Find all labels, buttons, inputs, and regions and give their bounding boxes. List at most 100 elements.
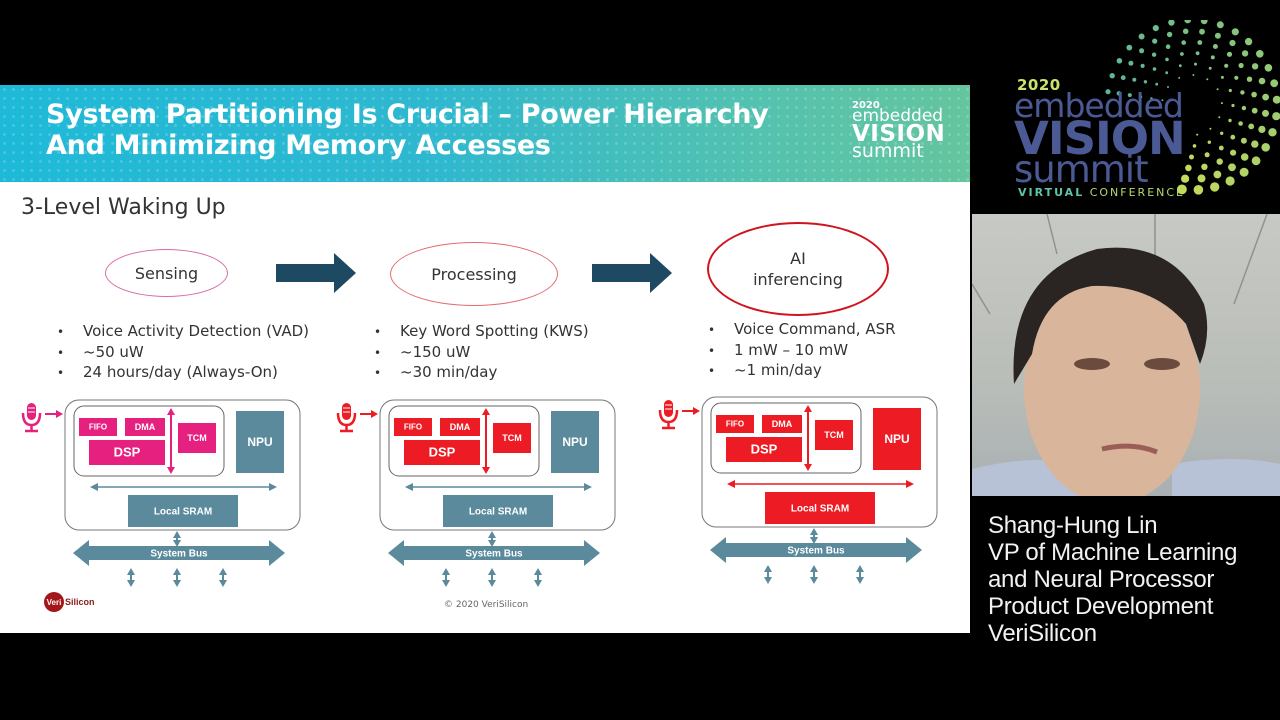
dsp-tcm-bus-arrow-head-up: [482, 408, 490, 415]
presentation-slide: System Partitioning Is Crucial – Power H…: [0, 85, 970, 633]
logo-dot: [1224, 63, 1229, 68]
speaker-webcam-video: [972, 214, 1280, 496]
peripheral-connector-arrow-head-up: [856, 565, 864, 572]
tcm-label: TCM: [502, 433, 522, 443]
logo-dot: [1258, 77, 1266, 85]
logo-dot: [1251, 156, 1261, 166]
logo-dot: [1231, 103, 1235, 108]
npu-block: [236, 411, 284, 473]
dsp-tcm-bus-arrow-head-down: [167, 467, 175, 474]
fifo-label: FIFO: [726, 420, 744, 429]
slide-subtitle: 3-Level Waking Up: [21, 195, 226, 220]
dsp-tcm-bus-arrow-head-up: [804, 405, 812, 412]
fifo-label: FIFO: [89, 423, 107, 432]
arrow-right-icon: [276, 253, 356, 293]
bullet-item: 24 hours/day (Always-On): [55, 363, 309, 384]
logo-dot: [1251, 140, 1259, 148]
npu-block: [551, 411, 599, 473]
speaker-company: VeriSilicon: [988, 620, 1097, 647]
logo-dot: [1256, 50, 1264, 58]
peripheral-connector-arrow-head-down: [534, 580, 542, 587]
peripheral-connector-arrow-head-down: [856, 577, 864, 584]
system-bus-arrow: [73, 540, 285, 566]
logo-dot: [1220, 75, 1224, 79]
slide-title: System Partitioning Is Crucial – Power H…: [46, 99, 769, 161]
tcm-label: TCM: [187, 433, 207, 443]
stage-bullets-processing: Key Word Spotting (KWS) ~150 uW ~30 min/…: [372, 322, 589, 384]
banner-logo-vision: VISION: [852, 121, 946, 147]
logo-dot: [1181, 174, 1190, 183]
peripheral-connector-arrow-head-down: [219, 580, 227, 587]
verisilicon-logo: Veri Silicon: [44, 592, 95, 612]
logo-dot: [1197, 174, 1206, 183]
dsp-tcm-bus-arrow-head-down: [482, 467, 490, 474]
dma-block: [440, 418, 480, 436]
logo-dot: [1182, 28, 1189, 35]
logo-dot: [1127, 93, 1132, 98]
speaker-title-line-2: and Neural Processor: [988, 566, 1215, 593]
logo-dot: [1216, 21, 1224, 29]
logo-dot: [1165, 44, 1171, 49]
internal-bus-arrow-head-right: [269, 483, 277, 491]
dsp-subsystem-container: [388, 405, 540, 477]
soc-container: [379, 399, 616, 531]
stage-label-ai: AI: [790, 249, 806, 268]
logo-dot: [1201, 163, 1208, 170]
logo-dot: [1208, 66, 1212, 70]
logo-dot: [1199, 28, 1205, 35]
tcm-block: [178, 423, 216, 453]
logo-dot: [1181, 40, 1186, 45]
stage-bullets-sensing: Voice Activity Detection (VAD) ~50 uW 24…: [55, 322, 309, 384]
logo-dot: [1109, 73, 1115, 79]
logo-dot: [1262, 93, 1269, 101]
logo-dot: [1231, 28, 1239, 36]
dot-swirl-graphic: [1105, 20, 1280, 195]
logo-embedded: embedded: [1014, 86, 1184, 125]
speaker-title-line-1: VP of Machine Learning: [988, 539, 1238, 566]
logo-dot: [1165, 71, 1169, 75]
logo-dot: [1151, 52, 1157, 57]
logo-dot: [1194, 62, 1197, 66]
peripheral-connector-arrow-head-down: [442, 580, 450, 587]
peripheral-connector-arrow-head-up: [488, 568, 496, 575]
logo-conference: CONFERENCE: [1089, 186, 1186, 199]
logo-dot: [1240, 90, 1245, 95]
logo-dot: [1185, 164, 1192, 172]
banner-summit-logo: 2020 embedded VISION summit: [852, 101, 952, 161]
arrow-right-icon: [592, 253, 672, 293]
peripheral-connector-arrow-head-up: [127, 568, 135, 575]
stage-oval-sensing: Sensing: [105, 249, 228, 297]
peripheral-connector-arrow-head-up: [810, 565, 818, 572]
npu-label: NPU: [247, 435, 272, 449]
logo-dot: [1220, 131, 1224, 135]
peripheral-connector-arrow-head-down: [764, 577, 772, 584]
peripheral-connector-arrow-head-up: [173, 568, 181, 575]
npu-label: NPU: [884, 432, 909, 446]
system-bus-arrow: [710, 537, 922, 563]
internal-bus-arrow-head-left: [405, 483, 413, 491]
dsp-block: [726, 437, 802, 462]
logo-dot: [1268, 128, 1277, 137]
logo-dot: [1240, 153, 1249, 161]
logo-dot: [1116, 58, 1123, 64]
peripheral-connector-arrow-head-down: [173, 580, 181, 587]
logo-dot: [1241, 50, 1249, 57]
logo-dot: [1251, 107, 1258, 114]
logo-dot: [1152, 38, 1158, 44]
stage-label-ai-inferencing: AI inferencing: [753, 248, 843, 290]
microphone-icon: [336, 403, 357, 433]
soc-container: [701, 396, 938, 528]
logo-summit: summit: [1014, 148, 1149, 191]
speaker-title-line-3: Product Development: [988, 593, 1214, 620]
fifo-block: [716, 415, 754, 433]
logo-dot: [1234, 75, 1239, 80]
system-bus-arrow: [388, 540, 600, 566]
logo-dot: [1230, 134, 1236, 140]
peripheral-connector-arrow-head-up: [764, 565, 772, 572]
logo-dot: [1244, 37, 1253, 46]
bullet-item: ~30 min/day: [372, 363, 589, 384]
